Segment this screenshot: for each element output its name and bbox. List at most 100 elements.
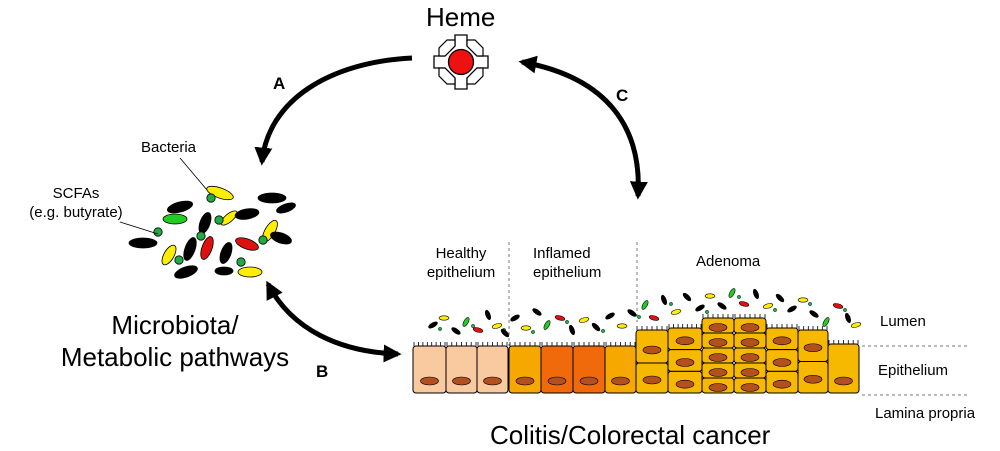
lumen-bacterium-icon (543, 320, 551, 330)
healthy-cell (476, 345, 509, 394)
inflamed-label-line2: epithelium (533, 264, 602, 281)
scfa-dot-icon (214, 215, 224, 225)
microbiota-caption-line2: Metabolic pathways (60, 342, 290, 372)
bacterium-icon (220, 210, 238, 226)
scfa-dot-icon (843, 308, 847, 312)
epithelium-cells (412, 314, 860, 394)
nucleus-icon (708, 353, 728, 362)
lumen-bacterium-icon (787, 305, 797, 313)
scfa-dot-icon (531, 330, 535, 334)
scfa-label-line1: SCFAs (52, 185, 100, 202)
scfa-label-line2: (e.g. butyrate) (29, 204, 123, 221)
lumen-bacterium-icon (850, 322, 862, 328)
microvilli-icon (413, 342, 446, 346)
nucleus-icon (547, 376, 567, 386)
arrow-b-label: B (316, 362, 329, 381)
nucleus-icon (452, 376, 471, 386)
scfa-dot-icon (153, 227, 163, 237)
lumen-bacterium-icon (520, 325, 532, 331)
scfa-dot-icon (438, 327, 442, 331)
scfa-leader-line (119, 221, 159, 235)
lumen-bacterium-icon (532, 308, 542, 316)
lumen-bacterium-icon (485, 309, 491, 321)
arrow-b (265, 280, 402, 363)
lumen-bacterium-icon (822, 317, 830, 327)
scfa-dot-icon (705, 310, 709, 314)
bacterium-icon (128, 237, 158, 249)
nucleus-icon (515, 376, 535, 386)
bacterium-icon (161, 244, 177, 266)
microvilli-icon (702, 314, 734, 318)
lumen-bacterium-icon (738, 301, 750, 307)
scfa-label: SCFAs (e.g. butyrate) (22, 184, 130, 222)
lumen-bacterium-icon (704, 293, 716, 299)
lumen-bacterium-icon (554, 315, 566, 321)
bacterium-icon (214, 266, 234, 276)
microvilli-icon (605, 342, 636, 346)
nucleus-icon (772, 358, 792, 367)
scfa-dot-icon (669, 302, 673, 306)
microvilli-icon (636, 326, 668, 330)
arrow-c-label: C (616, 86, 629, 105)
lumen-bacterium-icon (578, 317, 590, 323)
microvilli-icon (766, 324, 798, 328)
nucleus-icon (642, 375, 662, 385)
lumen-bacterium-icon (616, 323, 628, 329)
arrow-a-label: A (273, 74, 286, 93)
bacterium-icon (183, 237, 197, 261)
lumen-bacterium-icon (641, 300, 649, 310)
lumen-bacterium-icon (753, 288, 759, 300)
lumen-bacterium-icon (451, 327, 461, 335)
scfa-dot-icon (196, 231, 206, 241)
bacterium-icon (270, 231, 292, 245)
heme-molecule-icon (433, 34, 489, 90)
lumen-bacterium-icon (845, 312, 851, 324)
microvilli-icon (828, 340, 859, 344)
microvilli-icon (541, 342, 573, 346)
inflamed-cell (508, 345, 542, 394)
lumen-bacterium-icon (661, 294, 667, 306)
bacterium-icon (174, 265, 198, 279)
inflamed-epithelium-label: Inflamed epithelium (533, 244, 601, 282)
microvilli-icon (477, 342, 508, 346)
lumen-bacterium-icon (797, 297, 809, 303)
nucleus-icon (740, 323, 760, 332)
nucleus-icon (772, 336, 792, 346)
adenoma-cell (827, 343, 860, 394)
lumen-bacterium-icon (627, 309, 637, 317)
lumen-bacterium-icon (605, 312, 615, 320)
microvilli-icon (446, 342, 477, 346)
bacteria-leader-line (179, 157, 208, 191)
microvilli-icon (668, 324, 702, 328)
lumen-bacterium-icon (832, 303, 844, 309)
nucleus-icon (803, 374, 823, 384)
bacterium-icon (219, 242, 233, 264)
lumen-bacterium-icon (462, 317, 470, 327)
bacterium-icon (198, 212, 212, 234)
lumen-bacterium-icon (682, 292, 692, 302)
nucleus-icon (740, 353, 760, 362)
arrow-c (518, 55, 648, 200)
bacteria-cluster (128, 185, 296, 279)
scfa-dot-icon (471, 324, 475, 328)
nucleus-icon (611, 376, 630, 386)
heme-title: Heme (426, 2, 496, 32)
bacterium-icon (166, 200, 194, 214)
lumen-bacterium-icon (569, 324, 575, 336)
scfa-dot-icon (637, 315, 641, 319)
bacterium-icon (257, 192, 287, 204)
lumen-bacterium-icon (500, 328, 510, 338)
microbiota-caption: Microbiota/ Metabolic pathways (40, 309, 310, 373)
nucleus-icon (834, 376, 853, 386)
healthy-epithelium-label: Healthy epithelium (420, 244, 502, 282)
lumen-bacterium-icon (491, 323, 503, 329)
nucleus-icon (708, 368, 728, 377)
lumen-bacterium-icon (809, 310, 819, 318)
bacterium-icon (162, 213, 188, 225)
nucleus-icon (772, 379, 792, 389)
inflamed-label-line1: Inflamed (533, 245, 591, 262)
microvilli-icon (734, 314, 766, 318)
microbiota-caption-line1: Microbiota/ (111, 310, 239, 340)
lumen-label: Lumen (880, 313, 926, 330)
